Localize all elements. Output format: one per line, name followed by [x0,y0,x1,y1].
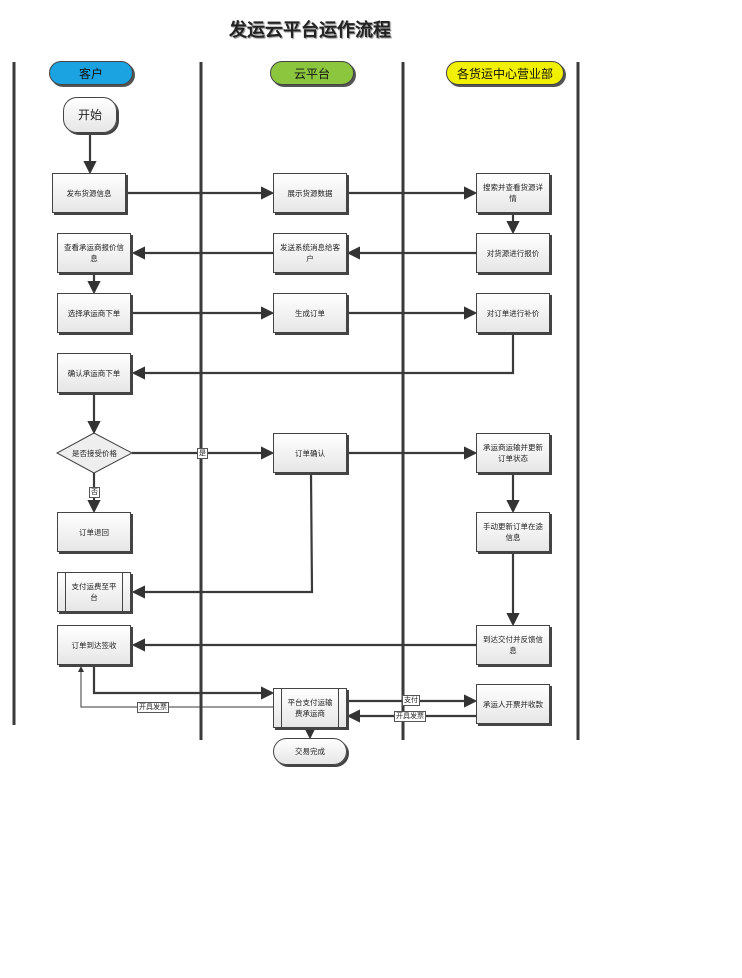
node-pay-platform: 支付运费至平台 [57,572,131,612]
lane-header-customer: 客户 [49,61,133,85]
node-arrive-sign: 订单到达签收 [57,625,131,665]
node-start: 开始 [63,97,117,133]
node-publish: 发布货源信息 [52,173,126,213]
node-decision: 是否接受价格 [72,448,117,458]
edge [78,666,273,708]
node-supplement: 对订单进行补价 [476,293,550,333]
page-title: 发运云平台运作流程 [229,20,391,41]
node-view-quotes: 查看承运商报价信息 [57,233,131,273]
edge-label-invoice-left: 开具发票 [137,702,169,713]
lane-header-platform: 云平台 [270,61,354,85]
lane-dividers [12,62,580,740]
node-quote: 对货源进行报价 [476,233,550,273]
node-show: 展示货源数据 [273,173,347,213]
node-deliver: 到达交付并反馈信息 [476,625,550,665]
node-search: 搜索并查看货源详情 [476,173,550,213]
edge [131,334,515,380]
node-manual-update: 手动更新订单在途信息 [476,512,550,552]
node-transport: 承运商运输并更新订单状态 [476,433,550,473]
edge-label-yes: 是 [197,448,208,459]
node-invoice-collect: 承运人开票并收款 [476,684,550,724]
node-select: 选择承运商下单 [57,293,131,333]
node-notify: 发送系统消息给客户 [273,233,347,273]
edge [92,666,275,700]
edge-label-no: 否 [89,487,100,498]
lane-header-freight-center: 各货运中心营业部 [446,61,564,85]
edge [131,473,314,599]
node-create-order: 生成订单 [273,293,347,333]
node-order-confirm: 订单确认 [273,433,347,473]
edge-label-pay: 支付 [402,695,420,706]
node-end: 交易完成 [273,738,347,765]
edge-label-invoice-right: 开具发票 [394,711,426,722]
node-platform-pay: 平台支付运输费承运商 [273,688,347,728]
node-confirm-carrier: 确认承运商下单 [57,353,131,393]
node-return: 订单退回 [57,512,131,552]
